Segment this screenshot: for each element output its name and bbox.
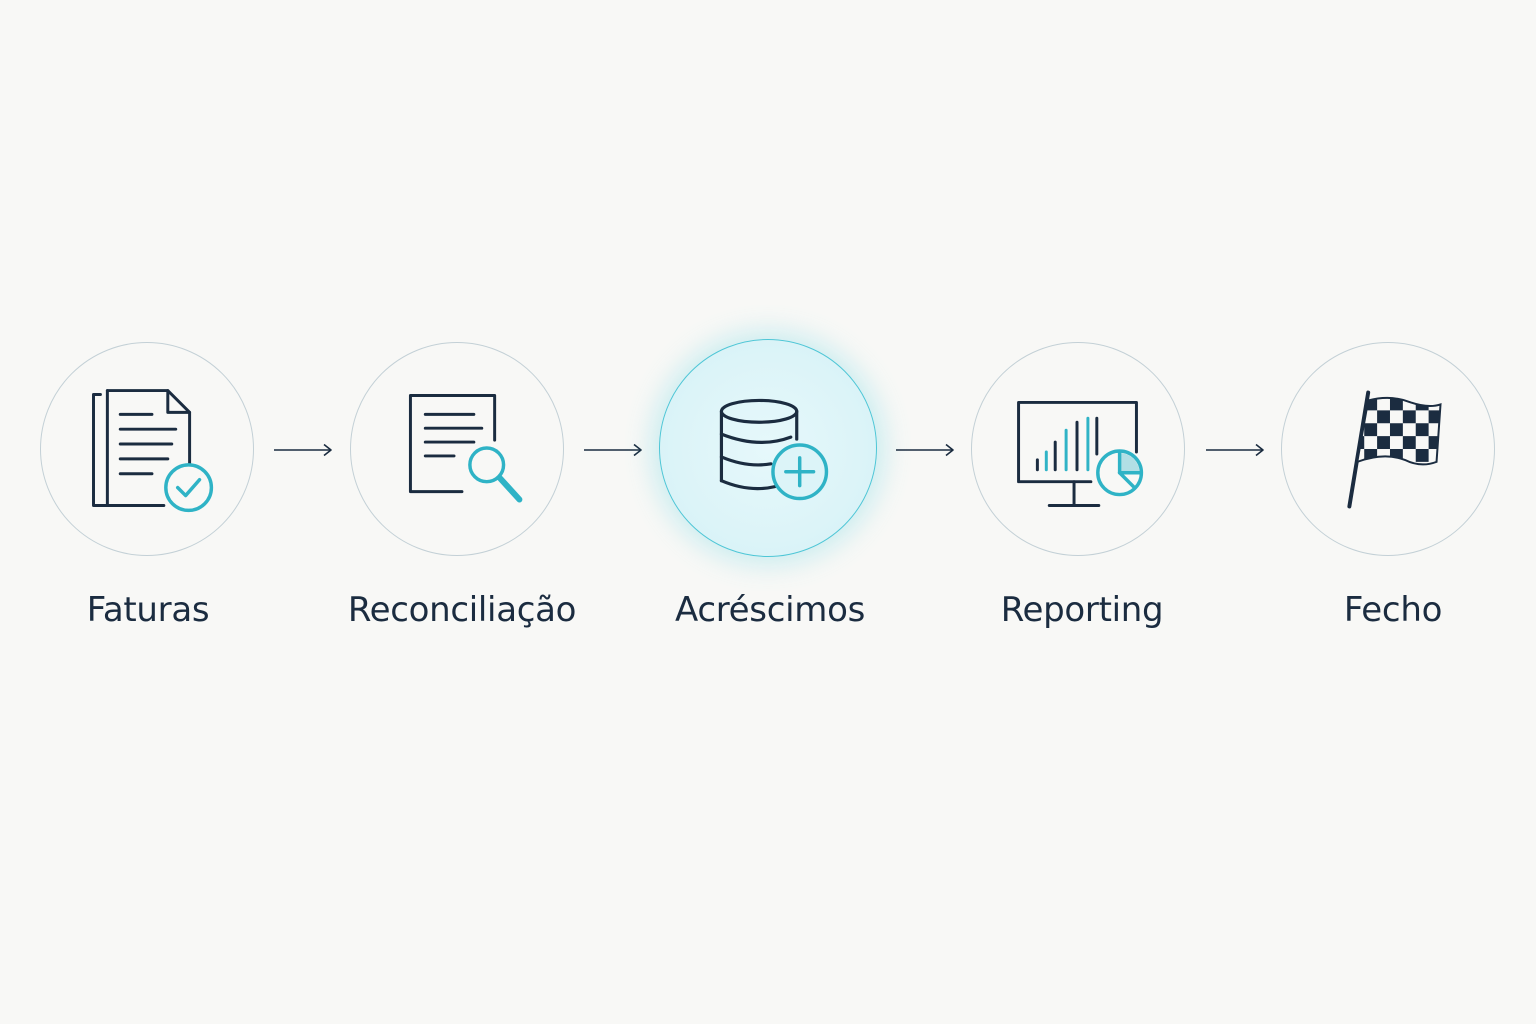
step-label-fecho: Fecho: [1343, 590, 1443, 630]
arrow-right-icon: [583, 442, 643, 458]
step-reconciliacao: [350, 342, 564, 556]
document-search-icon: [408, 394, 523, 503]
step-reporting: [971, 342, 1185, 556]
step-label-reconciliacao: Reconciliação: [347, 590, 577, 630]
arrow-right-icon: [273, 442, 333, 458]
step-label-faturas: Faturas: [86, 590, 210, 630]
step-fecho: [1281, 342, 1495, 556]
database-add-icon: [719, 398, 829, 501]
step-label-reporting: Reporting: [1000, 590, 1164, 630]
step-label-acrescimos: Acréscimos: [675, 590, 865, 630]
step-faturas: [40, 342, 254, 556]
arrow-right-icon: [895, 442, 955, 458]
monitor-chart-icon: [1017, 400, 1144, 507]
arrow-right-icon: [1205, 442, 1265, 458]
step-acrescimos: [659, 339, 877, 557]
invoice-check-icon: [92, 389, 214, 513]
checkered-flag-icon: [1347, 390, 1442, 509]
